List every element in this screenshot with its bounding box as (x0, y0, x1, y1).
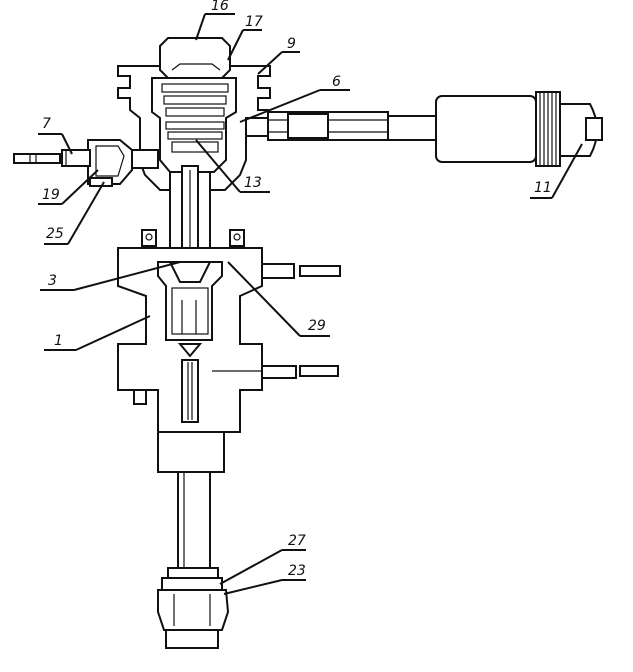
label-3: 3 (48, 273, 57, 289)
knurled-nut (535, 91, 561, 167)
label-1: 1 (54, 333, 63, 349)
callouts: 16 17 9 6 7 13 19 25 11 3 (38, 0, 583, 595)
right-arm (245, 91, 603, 167)
label-19: 19 (42, 187, 60, 203)
main-body (117, 229, 263, 433)
label-6: 6 (332, 74, 341, 90)
label-9: 9 (287, 36, 296, 52)
label-16: 16 (211, 0, 229, 14)
seal-rings (161, 83, 229, 153)
label-7: 7 (42, 116, 51, 132)
label-13: 13 (244, 175, 262, 191)
cap-part-16 (159, 37, 231, 79)
left-fitting (13, 139, 159, 187)
lower-assembly (157, 431, 230, 649)
label-25: 25 (46, 226, 64, 242)
label-27: 27 (288, 533, 306, 549)
side-tubes (212, 263, 341, 379)
label-23: 23 (288, 563, 306, 579)
label-11: 11 (534, 180, 552, 196)
label-29: 29 (308, 318, 326, 334)
label-17: 17 (245, 14, 263, 30)
